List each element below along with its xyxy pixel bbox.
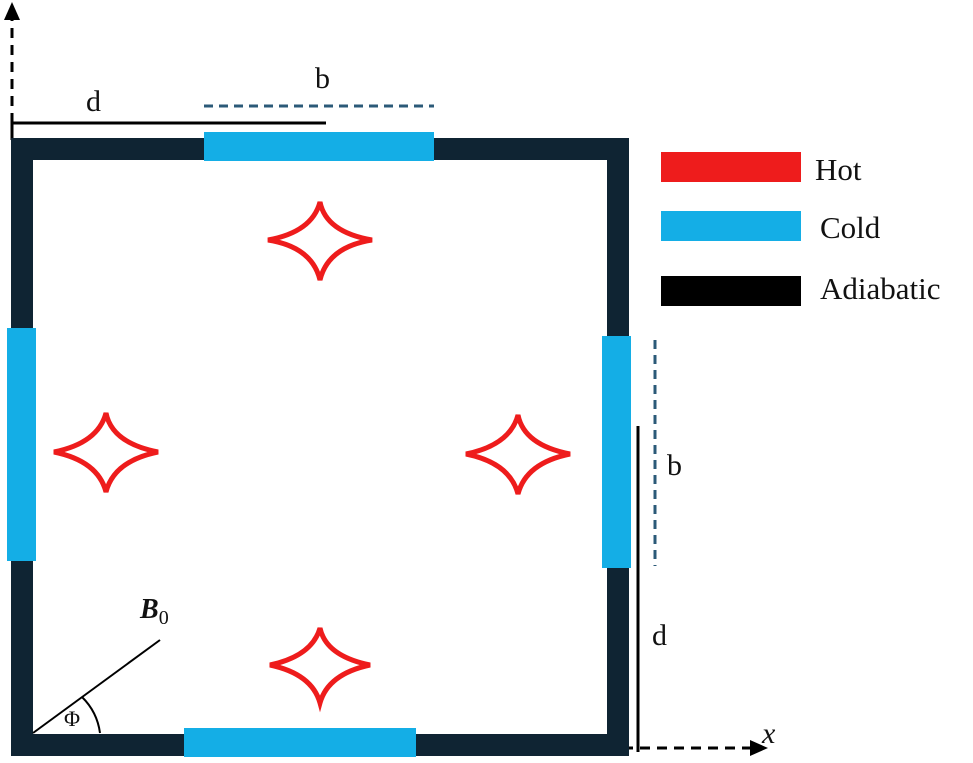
top-b-label: b (315, 62, 330, 95)
hot-obstacles (53, 201, 571, 713)
hot-obstacle-left (53, 412, 159, 502)
right-b-label: b (667, 449, 682, 482)
right-d-label: d (652, 619, 667, 652)
top-d-label: d (86, 85, 101, 118)
legend-swatch-hot (661, 152, 801, 182)
legend-label-adiabatic: Adiabatic (820, 271, 941, 306)
legend-label-cold: Cold (820, 210, 881, 245)
legend-swatch-cold (661, 211, 801, 241)
x-axis (606, 740, 768, 756)
field-label: B0 (139, 594, 169, 629)
legend-label-hot: Hot (815, 152, 862, 187)
top-d-dimension (10, 121, 326, 140)
cold-segment-bottom (184, 728, 416, 757)
legend-swatch-adiabatic (661, 276, 801, 306)
hot-obstacle-top (267, 201, 373, 281)
y-axis (4, 2, 20, 140)
legend: Hot Cold Adiabatic (661, 152, 941, 306)
angle-label: Φ (64, 706, 80, 731)
x-axis-label: x (761, 717, 776, 750)
magnetic-field (32, 639, 161, 734)
cavity-wall (11, 138, 629, 756)
hot-obstacle-bottom (269, 627, 371, 713)
cold-segment-right (602, 336, 631, 568)
cold-segment-top (204, 132, 434, 161)
hot-obstacle-right (465, 414, 571, 504)
cold-segment-left (7, 328, 36, 561)
